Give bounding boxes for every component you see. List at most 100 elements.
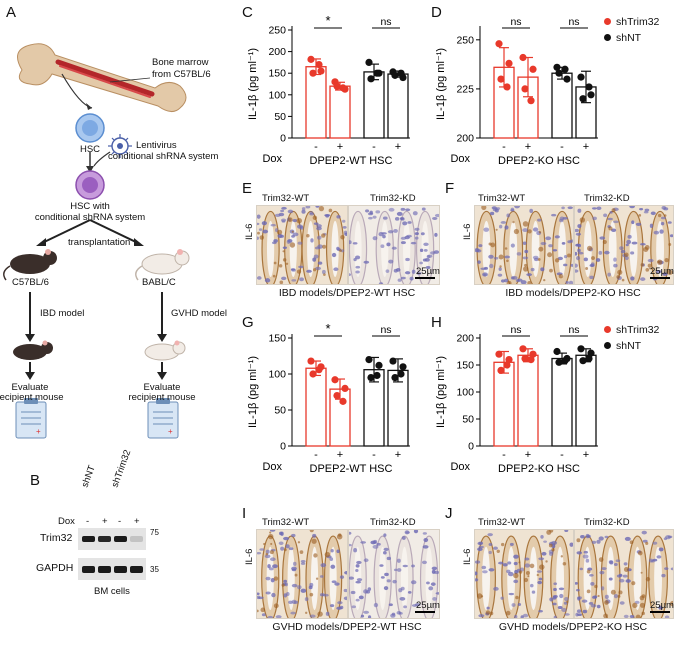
nucleus	[533, 257, 539, 262]
nucleus	[502, 563, 508, 567]
nucleus	[640, 277, 646, 281]
stain-granule	[586, 569, 591, 574]
nucleus	[412, 211, 418, 216]
nucleus	[664, 615, 670, 618]
data-point	[397, 69, 405, 77]
stain-granule	[604, 600, 609, 605]
nucleus	[339, 605, 344, 610]
nucleus	[422, 258, 427, 262]
stain-granule	[500, 542, 505, 547]
left-evaluate-2: recipient mouse	[0, 392, 64, 403]
nucleus	[420, 232, 425, 236]
stain-granule	[289, 242, 296, 248]
stain-granule	[664, 257, 669, 263]
nucleus	[618, 573, 623, 577]
nucleus	[592, 207, 597, 210]
legend-item-shnt-2: shNT	[604, 336, 659, 352]
f-caption: IBD models/DPEP2-KO HSC	[505, 287, 641, 299]
stain-granule	[278, 264, 283, 268]
nucleus	[329, 604, 335, 608]
nucleus	[368, 216, 373, 220]
panel-label-j: J	[445, 505, 453, 522]
x-axis-label: DPEP2-KO HSC	[498, 463, 580, 475]
nucleus	[269, 530, 276, 532]
nucleus	[270, 223, 276, 227]
nucleus	[291, 279, 297, 282]
stain-granule	[311, 538, 317, 544]
nucleus	[298, 265, 304, 269]
wb-gapdh-band	[130, 566, 143, 573]
data-point	[339, 84, 347, 92]
nucleus	[356, 578, 363, 582]
nucleus	[372, 544, 379, 549]
nucleus	[284, 582, 288, 587]
i-wt-title: Trim32-WT	[262, 517, 310, 528]
y-tick-label: 250	[268, 25, 286, 37]
stain-granule	[513, 572, 519, 579]
dox-sign: -	[502, 141, 506, 153]
nucleus	[611, 228, 617, 232]
stain-granule	[598, 557, 604, 562]
nucleus	[312, 257, 317, 262]
nucleus	[343, 596, 347, 601]
nucleus	[520, 280, 527, 284]
stain-granule	[668, 243, 672, 246]
nucleus	[355, 270, 360, 274]
nucleus	[522, 256, 529, 260]
nucleus	[477, 547, 483, 552]
nucleus	[373, 539, 378, 544]
nucleus	[578, 251, 584, 255]
data-point	[519, 53, 527, 62]
stain-granule	[539, 564, 545, 570]
nucleus	[508, 592, 515, 596]
data-point	[579, 95, 587, 103]
dox-sign: -	[314, 141, 318, 153]
nucleus	[430, 582, 436, 586]
bar	[305, 367, 327, 447]
wb-gapdh-band	[82, 566, 95, 573]
nucleus	[522, 241, 527, 245]
nucleus	[619, 601, 625, 605]
nucleus	[283, 536, 290, 541]
dox-sign: +	[395, 141, 401, 153]
stain-granule	[617, 269, 623, 275]
data-point	[307, 55, 315, 63]
black-mouse-small-icon	[13, 340, 53, 360]
nucleus	[349, 531, 352, 535]
data-point	[561, 357, 569, 365]
stain-granule	[560, 555, 563, 558]
stain-granule	[657, 260, 660, 264]
y-tick-label: 250	[456, 34, 474, 46]
nucleus	[561, 242, 566, 245]
dox-label: Dox	[262, 461, 282, 473]
nucleus	[339, 575, 345, 579]
nucleus	[405, 257, 410, 262]
nucleus	[265, 549, 270, 554]
nucleus	[396, 558, 401, 563]
nucleus	[496, 207, 501, 210]
nucleus	[501, 279, 505, 283]
nucleus	[291, 566, 297, 571]
nucleus	[553, 615, 557, 618]
crypt-lumen	[654, 546, 662, 611]
stain-granule	[558, 273, 564, 279]
nucleus	[363, 558, 369, 563]
stain-granule	[586, 589, 591, 594]
y-tick-label: 0	[280, 441, 286, 453]
stain-granule	[259, 235, 265, 240]
significance-label: *	[325, 13, 330, 28]
stain-granule	[504, 247, 508, 250]
nucleus	[349, 273, 352, 277]
legend-dot-black-2	[604, 342, 611, 349]
stain-granule	[317, 611, 323, 617]
nucleus	[373, 602, 379, 608]
crypt-lumen	[403, 220, 411, 277]
nucleus	[431, 566, 438, 571]
nucleus	[631, 220, 635, 225]
nucleus	[661, 573, 666, 578]
nucleus	[312, 533, 317, 538]
nucleus	[264, 554, 271, 559]
nucleus	[538, 577, 543, 581]
stain-granule	[631, 581, 636, 586]
nucleus	[553, 582, 558, 586]
